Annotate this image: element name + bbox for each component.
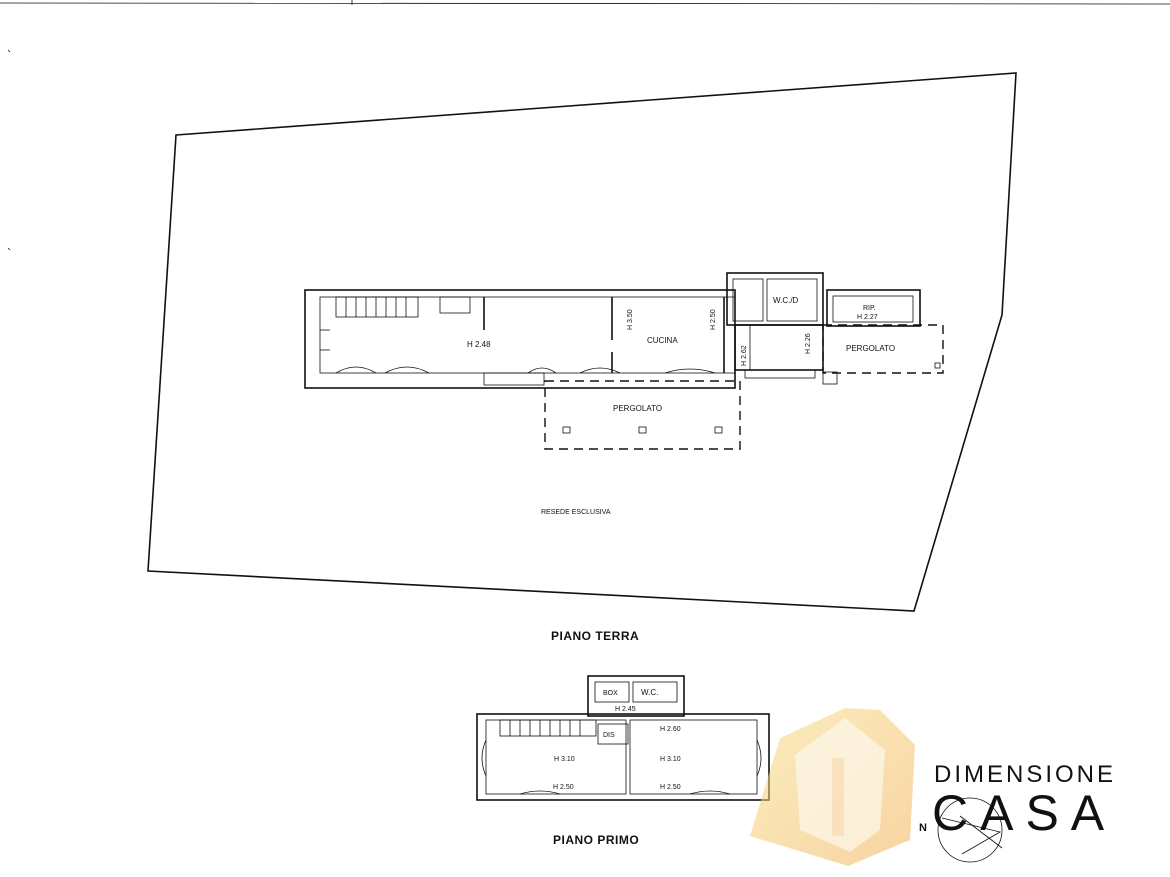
front-pergola bbox=[544, 380, 741, 450]
box-label: BOX bbox=[603, 690, 618, 697]
dis-label: DIS bbox=[603, 732, 615, 739]
right-height-bottom: H 2.50 bbox=[660, 784, 681, 791]
height-260: H 2.60 bbox=[660, 726, 681, 733]
kitchen-height: H 2.50 bbox=[710, 309, 717, 330]
first-floor-staircase bbox=[499, 719, 597, 737]
first-floor-plan: BOX W.C. H 2.45 DIS H 2.60 H 3.10 H 2.50… bbox=[476, 675, 770, 847]
wc-label: W.C./D bbox=[773, 296, 799, 305]
pergola-front-label: PERGOLATO bbox=[613, 404, 662, 413]
height-262: H 2.62 bbox=[741, 345, 748, 366]
house-logo-icon bbox=[750, 708, 915, 866]
sheet-top-border bbox=[0, 2, 1170, 5]
storage-label: RIP. bbox=[863, 305, 876, 312]
yard-label: RESEDE ESCLUSIVA bbox=[541, 509, 611, 516]
wall-height-350: H 3.50 bbox=[627, 309, 634, 330]
kitchen-label: CUCINA bbox=[647, 336, 678, 345]
watermark-brand-line1: DIMENSIONE bbox=[934, 761, 1116, 788]
first-floor-title: PIANO PRIMO bbox=[553, 833, 639, 847]
staircase bbox=[335, 296, 419, 318]
lot-boundary bbox=[147, 72, 1017, 612]
watermark-brand-line2: CASA bbox=[932, 785, 1116, 841]
pergola-right-label: PERGOLATO bbox=[846, 344, 895, 353]
north-arrow-icon: N bbox=[919, 797, 1003, 863]
first-wc-label: W.C. bbox=[641, 688, 658, 697]
ground-floor-plan: H 2.48 H 3.50 CUCINA H 2.50 W.C./D RIP. … bbox=[304, 272, 944, 643]
north-label: N bbox=[919, 822, 927, 834]
left-height-top: H 3.10 bbox=[554, 756, 575, 763]
left-height-bottom: H 2.50 bbox=[553, 784, 574, 791]
right-height-top: H 3.10 bbox=[660, 756, 681, 763]
upper-height: H 2.45 bbox=[615, 706, 636, 713]
ground-floor-title: PIANO TERRA bbox=[551, 629, 639, 643]
main-room-height: H 2.48 bbox=[467, 340, 491, 349]
storage-height: H 2.27 bbox=[857, 314, 878, 321]
height-226: H 2.26 bbox=[805, 333, 812, 354]
